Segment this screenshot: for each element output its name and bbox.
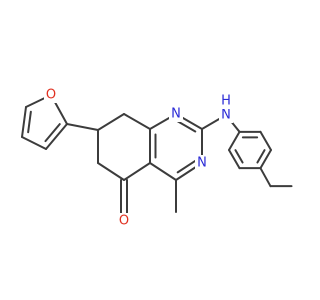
bond-furan-C4-C5 [21,106,27,138]
bond-benzene-2-3 [259,130,272,151]
carbonyl-oxygen-label: O [119,214,129,229]
bond-furan-C2-C3 [45,123,68,150]
bond-furan-C2-C3-double [44,123,61,143]
bond-C7-C8 [97,113,125,131]
bond-C8-C8a [123,113,151,130]
amine-nitrogen-label: N [221,108,231,123]
bond-benzene-double-2 [256,149,266,164]
ring-nitrogen-top-label-background [169,106,183,122]
bond-furan-C3-C4 [21,136,47,150]
furan-oxygen-label-background [44,87,58,103]
bond-benzene-6-1 [228,130,241,151]
bond-furan-to-C7 [66,123,99,131]
bond-ethyl-CH2 [259,167,272,188]
bond-benzene-3-4 [259,149,272,170]
bond-N3-C4-double [176,159,197,174]
bond-C5-C4a [123,162,151,181]
ring-nitrogen-top-label: N [171,107,181,122]
bond-furan-C4-C5-double [27,110,32,134]
amine-hydrogen-label: H [221,94,231,109]
bond-C4-C4a [149,162,177,181]
furan-oxygen-label: O [46,88,56,103]
amine-hydrogen-label-background [219,93,233,109]
ring-nitrogen-bottom-label-background [195,155,209,171]
ring-nitrogen-bottom-label: N [197,156,207,171]
bond-benzene-double-3 [234,149,244,164]
bond-benzene-5-6 [228,149,241,170]
bond-N1-C2-double [176,120,197,133]
amine-nitrogen-label-background [219,107,233,123]
carbonyl-oxygen-label-background [117,213,131,229]
bond-C6-C5 [97,162,125,181]
